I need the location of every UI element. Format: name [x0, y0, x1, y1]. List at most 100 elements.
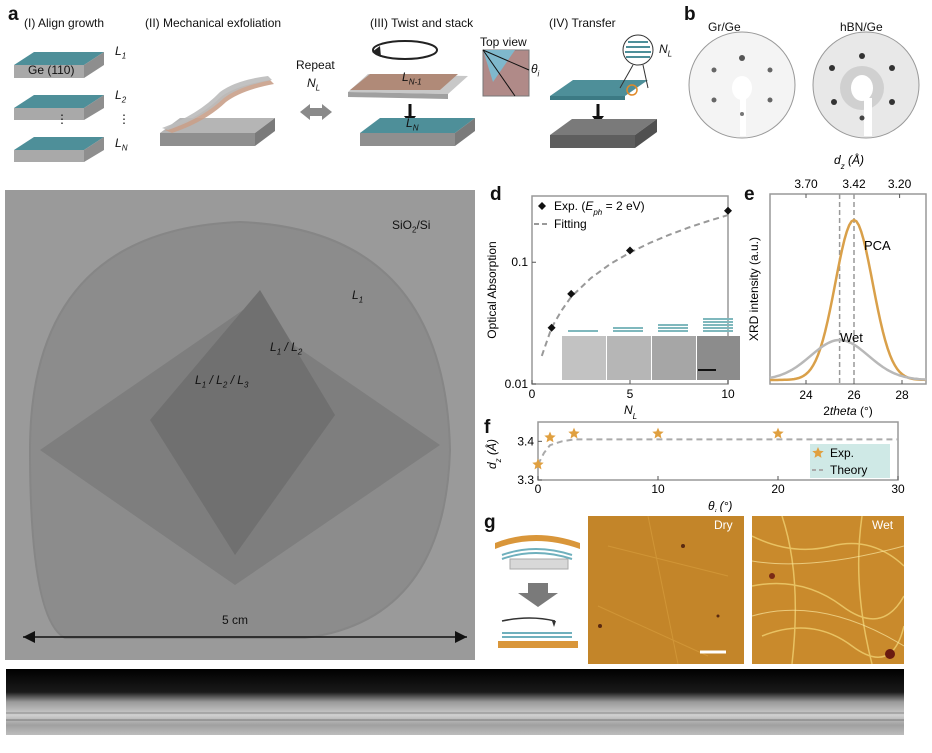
x-axis-label: NL — [624, 403, 637, 420]
wafer-photo — [5, 190, 475, 660]
step-2-title: (II) Mechanical exfoliation — [145, 16, 282, 30]
x-tick-label: 0 — [535, 482, 542, 496]
exp-point — [532, 458, 544, 470]
stack-bottom-label: LN — [406, 116, 419, 133]
y-tick-label: 3.3 — [517, 473, 534, 487]
x-tick-label: 24 — [799, 388, 813, 402]
plot-frame — [769, 193, 927, 385]
y-tick-label: 0.01 — [505, 377, 529, 391]
theta-label: θi — [531, 62, 540, 79]
panel-label-d: d — [490, 184, 502, 205]
exp-point — [547, 323, 556, 332]
series-label-wet: Wet — [840, 330, 863, 345]
twist-stack-drawing — [348, 40, 530, 146]
substrate-label: SiO2/Si — [392, 218, 431, 235]
inset-swatch — [652, 336, 696, 380]
dots-left: ⋮ — [56, 112, 68, 126]
ge-wafer-n — [14, 137, 104, 162]
legend-exp-marker — [538, 202, 546, 210]
panel-label-a: a — [8, 4, 19, 25]
exp-point — [652, 427, 664, 439]
region-l1l2-label: L1 / L2 — [270, 340, 303, 357]
transfer-drawing — [550, 34, 657, 148]
exp-point — [626, 246, 634, 255]
panel-label-f: f — [484, 417, 491, 438]
x-tick-label: 28 — [895, 388, 909, 402]
exp-point — [724, 206, 732, 215]
layer-l2-label: L2 — [115, 88, 127, 105]
inset-layer — [613, 327, 643, 329]
exp-point — [568, 427, 580, 439]
theory-line — [537, 438, 898, 465]
top-tick-label: 3.70 — [794, 177, 818, 191]
x-tick-label: 20 — [771, 482, 785, 496]
exfoliation-drawing — [160, 76, 275, 146]
top-tick-label: 3.42 — [842, 177, 866, 191]
legend-box — [810, 444, 890, 478]
repeat-label: Repeat — [296, 58, 335, 72]
inset-layer — [703, 330, 733, 332]
dots-right: ⋮ — [118, 112, 130, 126]
x-tick-label: 5 — [627, 387, 634, 401]
ge-wafer-2 — [14, 95, 104, 120]
y-tick-label: 0.1 — [511, 255, 528, 269]
plot-frame — [537, 421, 899, 481]
inset-layer — [703, 318, 733, 320]
top-axis-label: dz (Å) — [834, 152, 864, 171]
legend-fit-label: Fitting — [554, 217, 587, 231]
x-tick-label: 26 — [847, 388, 861, 402]
top-view-label: Top view — [480, 35, 527, 49]
ge-wafer-1 — [14, 52, 104, 78]
stack-top-label: LN-1 — [402, 70, 422, 87]
region-l1l2l3-label: L1 / L2 / L3 — [195, 373, 249, 390]
step-3-title: (III) Twist and stack — [370, 16, 474, 30]
inset-layer — [658, 330, 688, 332]
afm-image-dry — [588, 516, 744, 664]
x-axis-label: θi (°) — [708, 499, 732, 512]
x-tick-label: 10 — [651, 482, 665, 496]
afm-image-wet — [752, 516, 904, 664]
transfer-nl-label: NL — [659, 42, 673, 59]
inset-swatch — [607, 336, 651, 380]
series-pca — [770, 218, 927, 382]
panel-label-e: e — [744, 184, 755, 205]
series-wet — [769, 338, 927, 381]
inset-layer — [613, 330, 643, 332]
diffraction-patterns — [688, 31, 920, 139]
legend-exp-label: Exp. (Eph = 2 eV) — [554, 199, 645, 217]
series-label-pca: PCA — [864, 238, 891, 253]
panel-label-b: b — [684, 4, 696, 25]
region-l1-label: L1 — [352, 288, 364, 305]
exp-point — [567, 289, 576, 298]
inset-swatch — [697, 336, 740, 380]
exp-point — [772, 427, 784, 439]
cross-section-image — [6, 669, 904, 735]
repeat-nl-label: NL — [307, 76, 321, 93]
gr-ge-label: Gr/Ge — [708, 20, 741, 34]
legend-exp-label: Exp. — [830, 446, 854, 460]
step-4-title: (IV) Transfer — [549, 16, 616, 30]
scale-label: 5 cm — [222, 613, 249, 627]
x-tick-label: 10 — [721, 387, 735, 401]
x-tick-label: 0 — [529, 387, 536, 401]
x-tick-label: 30 — [891, 482, 905, 496]
legend-exp-marker — [812, 447, 824, 458]
transfer-schematic — [495, 535, 580, 648]
hbn-ge-label: hBN/Ge — [840, 20, 883, 34]
step-1-title: (I) Align growth — [24, 16, 105, 30]
dry-label: Dry — [714, 518, 733, 532]
ge-label: Ge (110) — [28, 63, 75, 77]
exp-point — [544, 431, 556, 443]
top-tick-label: 3.20 — [888, 177, 912, 191]
inset-swatch — [562, 336, 606, 380]
y-axis-label: Optical Absorption — [485, 241, 499, 338]
inset-layer — [658, 327, 688, 329]
legend-theory-label: Theory — [830, 463, 867, 477]
layer-l1-label: L1 — [115, 44, 127, 61]
x-axis-label: 2theta (°) — [823, 404, 873, 418]
y-axis-label: dz (Å) — [484, 439, 503, 469]
y-axis-label: XRD intensity (a.u.) — [747, 237, 761, 341]
inset-samples — [562, 318, 740, 380]
inset-layer — [703, 327, 733, 329]
